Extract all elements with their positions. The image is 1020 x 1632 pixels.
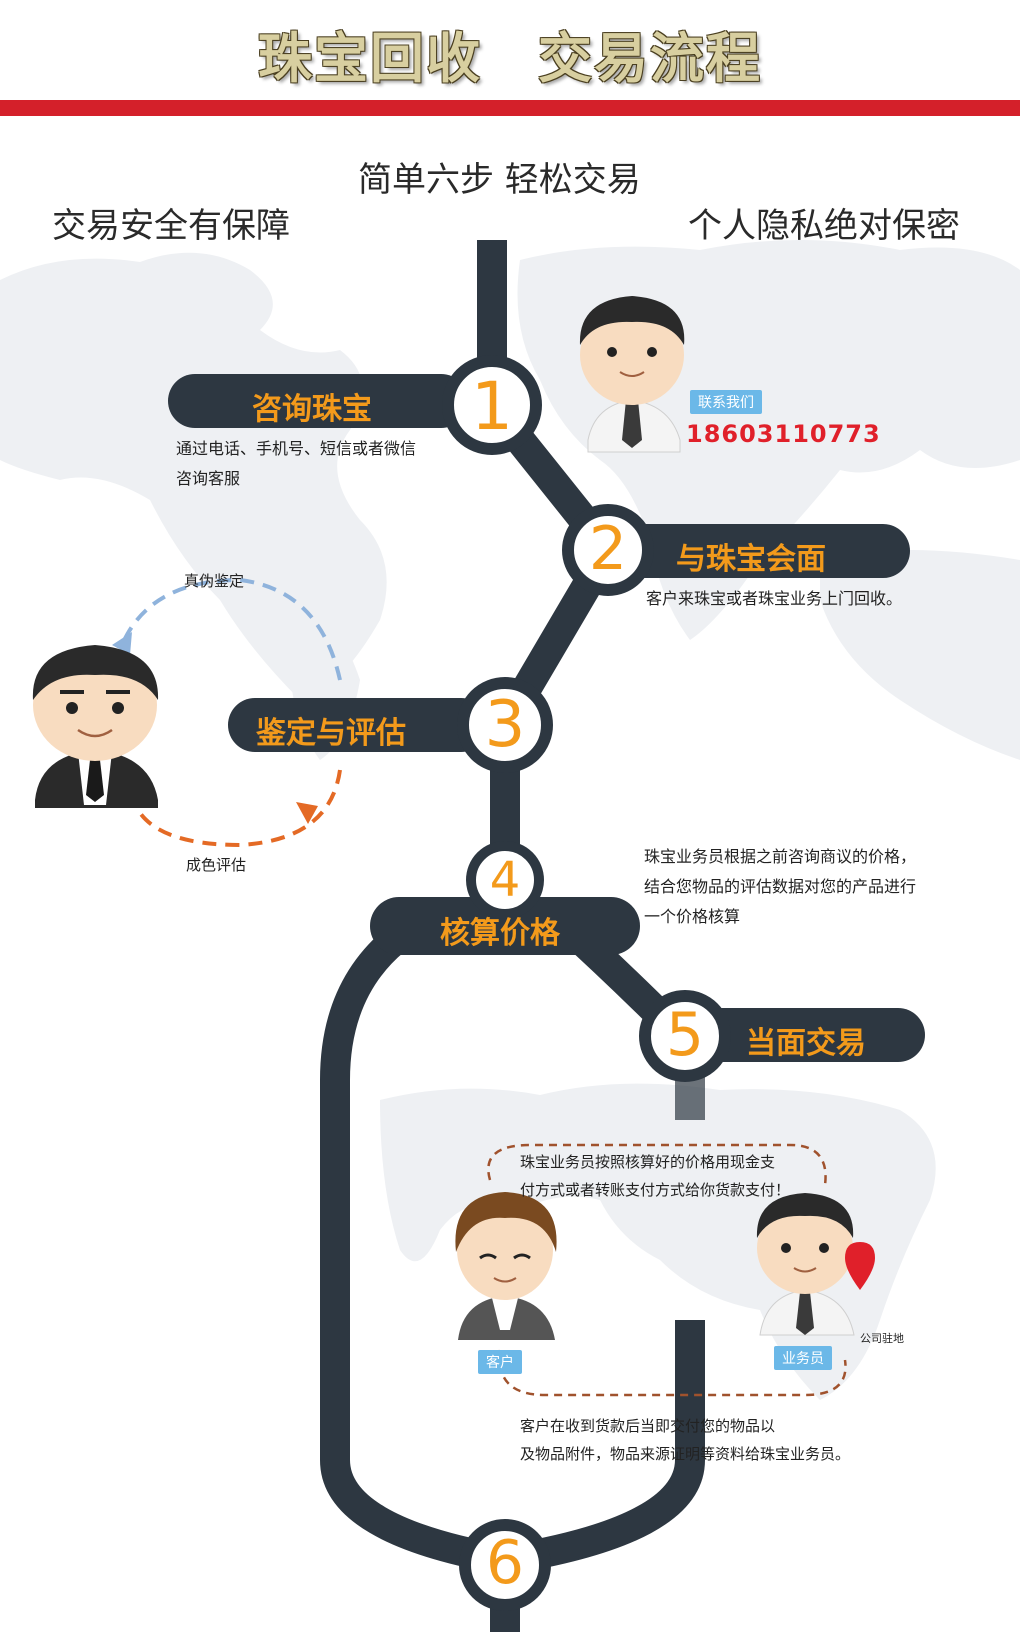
- step-4-label: 核算价格: [440, 916, 560, 951]
- step-6-description: 客户在收到货款后当即交付您的物品以 及物品附件，物品来源证明等资料给珠宝业务员。: [520, 1417, 851, 1463]
- contact-tag: 联系我们: [690, 390, 762, 414]
- step-4-description: 珠宝业务员根据之前咨询商议的价格， 结合您物品的评估数据对您的产品进行 一个价格…: [644, 847, 917, 926]
- step-1-label: 咨询珠宝: [252, 392, 372, 427]
- step-2-label: 与珠宝会面: [676, 542, 826, 577]
- slogan-left: 交易安全有保障: [52, 206, 290, 246]
- step-3-label: 鉴定与评估: [256, 716, 406, 751]
- step-2-number: 2: [588, 514, 628, 584]
- red-divider: [0, 100, 1020, 116]
- step-1-number: 1: [471, 368, 513, 445]
- step-6-number: 6: [485, 1528, 525, 1598]
- pin-label: 公司驻地: [860, 1332, 904, 1345]
- step-5-label: 当面交易: [746, 1026, 866, 1061]
- step-4-number: 4: [489, 852, 521, 908]
- staff-avatar-top: [579, 296, 685, 453]
- step-5-number: 5: [665, 1000, 705, 1070]
- location-pin-icon: [845, 1242, 875, 1290]
- step-2-description: 客户来珠宝或者珠宝业务上门回收。: [646, 589, 903, 608]
- customer-avatar: [455, 1192, 557, 1340]
- slogan-center: 简单六步 轻松交易: [358, 160, 641, 200]
- page-title: 珠宝回收 交易流程: [258, 27, 762, 90]
- step-1-description: 通过电话、手机号、短信或者微信 咨询客服: [176, 439, 417, 488]
- appraisal-arrow-orange: [136, 769, 342, 848]
- staff-avatar-bottom: [756, 1193, 855, 1336]
- step-circles: [442, 355, 731, 1611]
- step-5-description: 珠宝业务员按照核算好的价格用现金支 付方式或者转账支付方式给你货款支付！: [520, 1153, 791, 1199]
- appraiser-avatar: [32, 645, 159, 808]
- staff-tag: 业务员: [774, 1346, 832, 1370]
- appraisal-arrow-blue: [120, 577, 342, 681]
- appraisal-bottom-label: 成色评估: [186, 856, 247, 874]
- contact-phone[interactable]: 18603110773: [686, 420, 881, 448]
- step-3-number: 3: [484, 688, 526, 762]
- appraisal-top-label: 真伪鉴定: [184, 572, 245, 590]
- customer-tag: 客户: [478, 1350, 522, 1374]
- slogan-right: 个人隐私绝对保密: [688, 206, 960, 246]
